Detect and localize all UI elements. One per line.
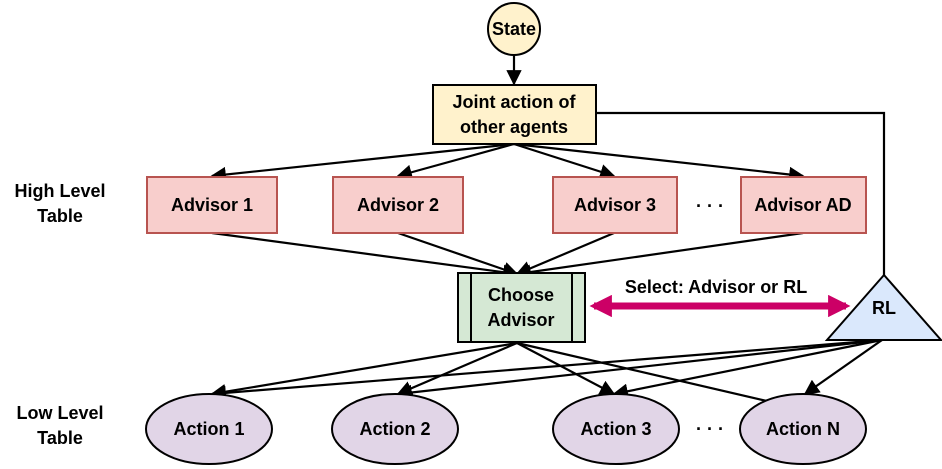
edge-rl-to-action-3 — [612, 338, 883, 399]
advisor-ad-node[interactable]: Advisor AD — [740, 176, 867, 234]
edge-choose-to-action-3 — [516, 342, 616, 395]
edge-joint-to-advisor-1 — [210, 142, 515, 183]
joint-action-line1: Joint action of — [453, 92, 577, 112]
choose-advisor-node[interactable]: Choose Advisor — [457, 272, 586, 343]
advisor-1-node[interactable]: Advisor 1 — [146, 176, 278, 234]
high-level-line1: High Level — [14, 181, 105, 201]
edge-rl-to-action-1 — [210, 338, 883, 401]
advisor-3-node[interactable]: Advisor 3 — [552, 176, 678, 234]
edge-advisor-1-to-choose — [211, 231, 519, 280]
choose-advisor-line2: Advisor — [487, 310, 554, 330]
action-n-node[interactable]: Action N — [739, 393, 867, 465]
rl-label: RL — [872, 298, 896, 318]
action-1-node[interactable]: Action 1 — [145, 393, 273, 465]
edges — [210, 55, 886, 410]
select-label: Select: Advisor or RL — [625, 277, 807, 297]
joint-action-node[interactable]: Joint action of other agents — [432, 84, 597, 145]
advisor-ellipsis: · · · — [696, 196, 724, 216]
edge-advisor-3-to-choose — [515, 231, 615, 276]
advisor-3-label: Advisor 3 — [574, 195, 656, 215]
rl-node[interactable]: RL — [824, 273, 942, 341]
state-node[interactable]: State — [487, 2, 541, 56]
advisor-ad-label: Advisor AD — [754, 195, 851, 215]
advisor-2-label: Advisor 2 — [357, 195, 439, 215]
action-3-label: Action 3 — [580, 419, 651, 439]
edge-advisor-2-to-choose — [397, 231, 519, 277]
action-3-node[interactable]: Action 3 — [552, 393, 680, 465]
edge-rl-to-action-n — [803, 339, 883, 395]
low-level-line2: Table — [37, 428, 83, 448]
advisor-2-node[interactable]: Advisor 2 — [332, 176, 464, 234]
edge-choose-to-action-1 — [210, 341, 518, 400]
action-n-label: Action N — [766, 419, 840, 439]
edge-choose-to-action-n — [516, 341, 798, 410]
edge-advisor-ad-to-choose — [515, 231, 804, 280]
action-1-label: Action 1 — [173, 419, 244, 439]
state-label: State — [492, 19, 536, 39]
edge-choose-to-action-2 — [396, 341, 518, 396]
choose-advisor-line1: Choose — [488, 285, 554, 305]
edge-joint-to-advisor-3 — [513, 142, 616, 180]
advisor-1-label: Advisor 1 — [171, 195, 253, 215]
high-level-line2: Table — [37, 206, 83, 226]
low-level-line1: Low Level — [16, 403, 103, 423]
edge-rl-to-action-2 — [396, 338, 883, 401]
action-ellipsis: · · · — [696, 419, 724, 439]
joint-action-line2: other agents — [460, 117, 568, 137]
action-2-label: Action 2 — [359, 419, 430, 439]
edge-joint-to-advisor-ad — [513, 142, 805, 183]
action-2-node[interactable]: Action 2 — [331, 393, 459, 465]
edge-joint-to-rl — [596, 111, 886, 275]
edge-joint-to-advisor-2 — [396, 142, 515, 180]
